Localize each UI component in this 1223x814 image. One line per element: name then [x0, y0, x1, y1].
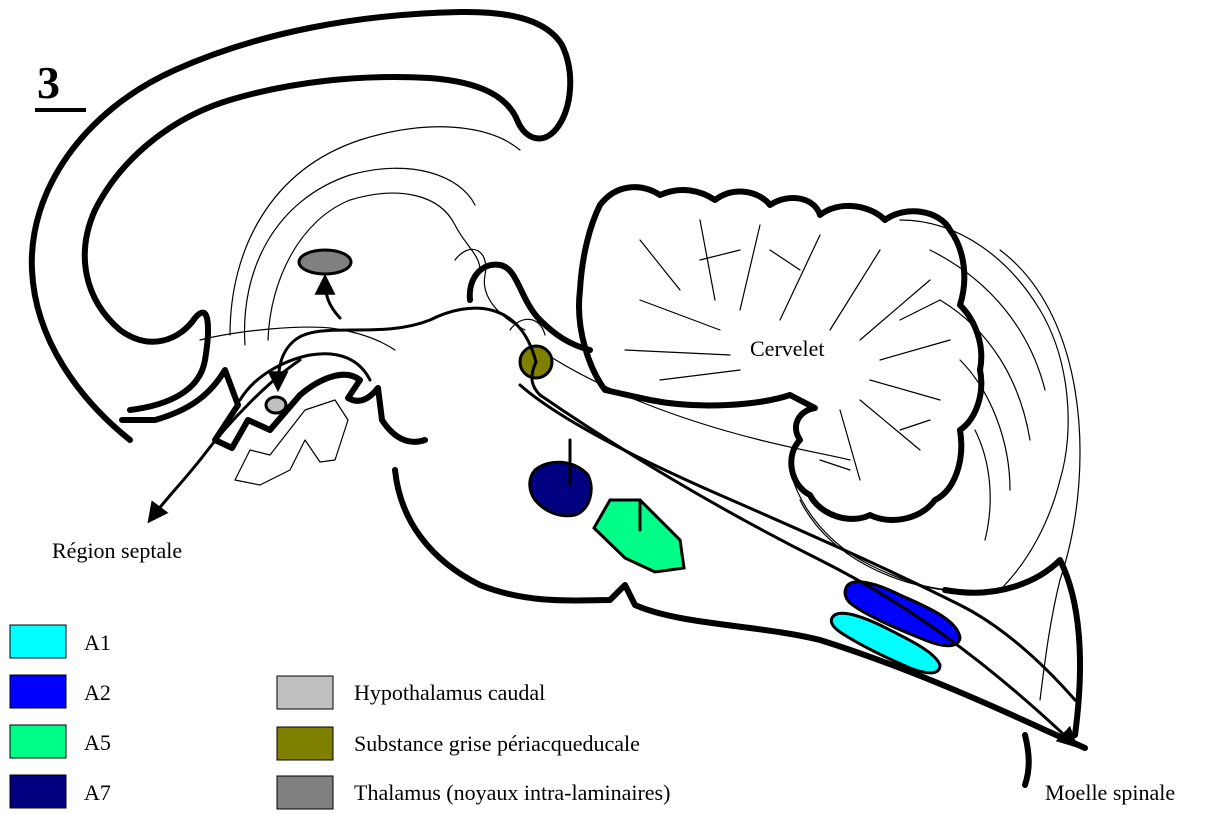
legend-swatch-hypothalamus	[277, 676, 333, 709]
legend-swatch-a2	[10, 675, 66, 708]
legend-swatch-a7	[10, 775, 66, 808]
cerebellum-vermis-lines	[790, 470, 955, 590]
legend-label-hypothalamus: Hypothalamus caudal	[354, 680, 545, 705]
midbrain-outline	[470, 265, 590, 350]
thalamus-nucleus	[299, 250, 351, 274]
legend-label-thalamus: Thalamus (noyaux intra-laminaires)	[354, 780, 670, 805]
region-septale-label: Région septale	[52, 538, 182, 563]
legend-swatch-a1	[10, 625, 66, 658]
legend-label-a1: A1	[84, 630, 111, 655]
hypothalamus-caudal-nucleus	[266, 397, 286, 413]
moelle-spinale-label: Moelle spinale	[1045, 780, 1175, 805]
legend-swatch-thalamus	[277, 776, 333, 809]
legend-label-a5: A5	[84, 730, 111, 755]
a7-nucleus	[530, 462, 591, 516]
thalamus-projection-arrow	[325, 278, 340, 318]
cerebellum-lower-lobe	[945, 560, 1080, 735]
legend-label-pag: Substance grise périacqueducale	[354, 731, 640, 756]
legend-right: Hypothalamus caudal Substance grise péri…	[277, 676, 670, 809]
legend-label-a2: A2	[84, 680, 111, 705]
brainstem-upper-outline	[395, 470, 1085, 748]
spinal-projection-arrow	[532, 362, 1075, 745]
figure-number: 3	[37, 57, 60, 108]
legend-swatch-pag	[277, 727, 333, 760]
optic-region	[235, 400, 348, 485]
cortex-outline	[32, 12, 570, 440]
legend-left: A1 A2 A5 A7	[10, 625, 111, 808]
legend-swatch-a5	[10, 725, 66, 758]
fornix-curve	[245, 168, 475, 345]
legend-label-a7: A7	[84, 780, 111, 805]
pineal-curve	[455, 249, 525, 330]
cervelet-label: Cervelet	[750, 336, 825, 361]
spinal-cord-lower	[1025, 735, 1029, 785]
pag-projection-line	[278, 308, 536, 388]
